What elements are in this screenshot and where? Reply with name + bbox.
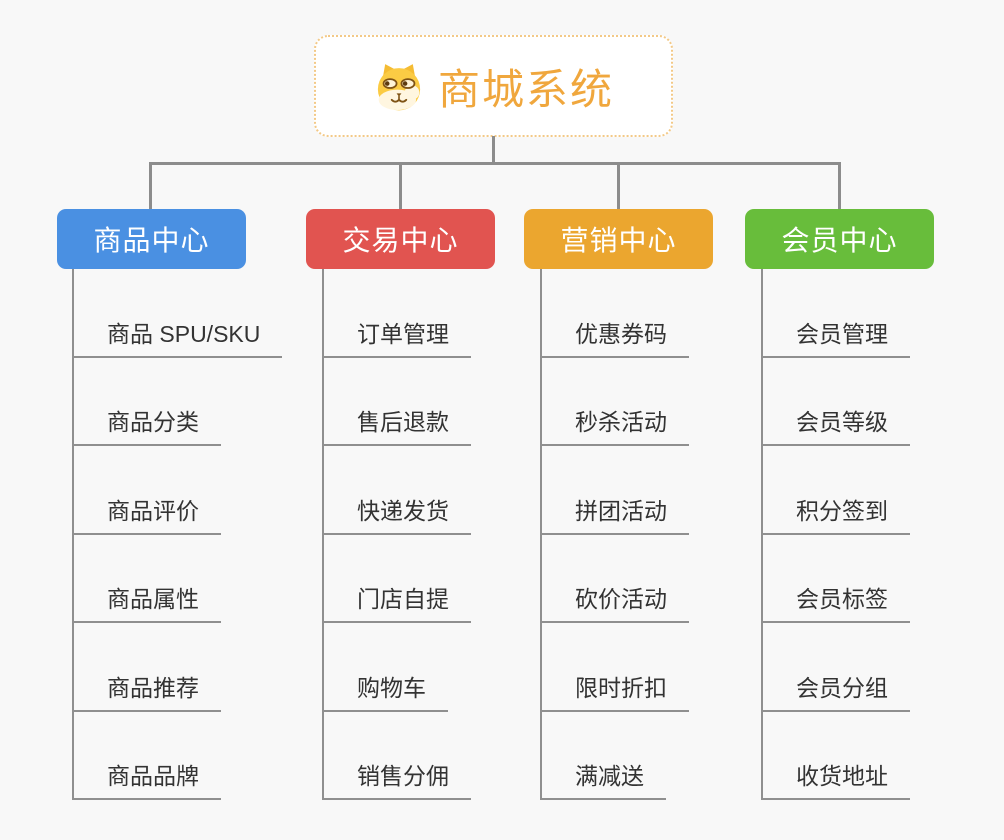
branch-label: 商品中心 [93,225,210,256]
leaf-node[interactable]: 售后退款 [324,408,471,446]
connector-horizontal [149,162,841,165]
leaf-node[interactable]: 商品推荐 [74,674,221,712]
connector-drop [399,164,402,210]
leaf-node[interactable]: 会员管理 [763,320,910,358]
branch-children-trade: 订单管理 售后退款 快递发货 门店自提 购物车 销售分佣 [322,269,471,800]
leaf-node[interactable]: 门店自提 [324,585,471,623]
root-title: 商城系统 [437,65,614,113]
branch-node-trade[interactable]: 交易中心 [306,209,495,269]
dog-face-icon [373,60,425,112]
leaf-node[interactable]: 优惠券码 [542,320,689,358]
leaf-node[interactable]: 购物车 [324,674,448,712]
leaf-node[interactable]: 收货地址 [763,762,910,800]
connector-drop [617,164,620,210]
branch-children-marketing: 优惠券码 秒杀活动 拼团活动 砍价活动 限时折扣 满减送 [540,269,689,800]
leaf-node[interactable]: 会员等级 [763,408,910,446]
leaf-node[interactable]: 砍价活动 [542,585,689,623]
leaf-node[interactable]: 限时折扣 [542,674,689,712]
branch-node-products[interactable]: 商品中心 [57,209,246,269]
leaf-node[interactable]: 销售分佣 [324,762,471,800]
branch-node-members[interactable]: 会员中心 [745,209,934,269]
branch-children-members: 会员管理 会员等级 积分签到 会员标签 会员分组 收货地址 [761,269,910,800]
root-node[interactable]: 商城系统 [314,35,673,137]
connector-drop [838,164,841,210]
leaf-node[interactable]: 会员标签 [763,585,910,623]
leaf-node[interactable]: 商品分类 [74,408,221,446]
branch-label: 交易中心 [342,225,459,256]
branch-node-marketing[interactable]: 营销中心 [524,209,713,269]
branch-children-products: 商品 SPU/SKU 商品分类 商品评价 商品属性 商品推荐 商品品牌 [72,269,283,800]
leaf-node[interactable]: 订单管理 [324,320,471,358]
leaf-node[interactable]: 商品 SPU/SKU [74,320,283,358]
leaf-node[interactable]: 积分签到 [763,497,910,535]
leaf-node[interactable]: 快递发货 [324,497,471,535]
leaf-node[interactable]: 商品评价 [74,497,221,535]
leaf-node[interactable]: 商品品牌 [74,762,221,800]
branch-label: 营销中心 [560,225,677,256]
leaf-node[interactable]: 会员分组 [763,674,910,712]
leaf-node[interactable]: 商品属性 [74,585,221,623]
leaf-node[interactable]: 满减送 [542,762,666,800]
leaf-node[interactable]: 秒杀活动 [542,408,689,446]
connector-root-vertical [492,136,495,164]
branch-label: 会员中心 [781,225,898,256]
connector-drop [149,164,152,210]
leaf-node[interactable]: 拼团活动 [542,497,689,535]
